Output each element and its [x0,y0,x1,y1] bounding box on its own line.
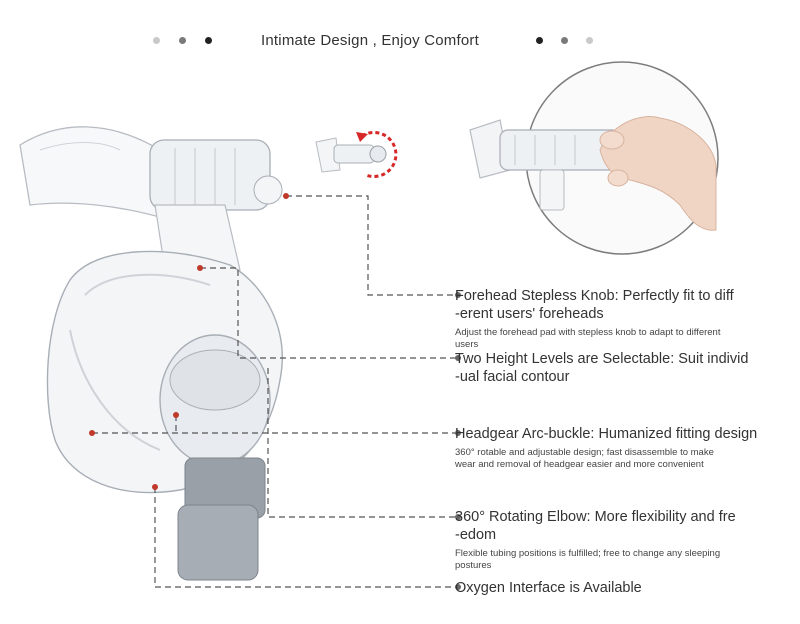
feature-desc-line: users [455,339,479,350]
feature-title: Two Height Levels are Selectable: Suit i… [455,351,749,367]
zoom-detail-circle [469,61,719,255]
feature-desc: Flexible tubing positions is fulfilled; … [455,548,795,572]
feature-title: Oxygen Interface is Available [455,580,642,596]
feature-forehead-knob: Forehead Stepless Knob: Perfectly fit to… [455,287,795,351]
feature-desc-line: Adjust the forehead pad with stepless kn… [455,327,721,338]
nasal-mask [19,126,283,581]
rotating-knob-detail [315,131,398,178]
decor-dot-icon [179,37,186,44]
feature-markers [89,193,461,590]
feature-rotating-elbow: 360° Rotating Elbow: More flexibility an… [455,508,795,572]
decor-dot-icon [205,37,212,44]
feature-title: Headgear Arc-buckle: Humanized fitting d… [455,426,758,442]
feature-desc-line: 360° rotable and adjustable design; fast… [455,447,714,458]
feature-title-cont: -edom [455,527,497,543]
decor-dot-icon [153,37,160,44]
hand-icon [599,116,717,231]
feature-title-cont: -ual facial contour [455,369,570,385]
feature-desc-line: postures [455,560,492,571]
feature-desc: Adjust the forehead pad with stepless kn… [455,327,795,351]
header-title: Intimate Design , Enjoy Comfort [261,32,479,49]
feature-desc-line: wear and removal of headgear easier and … [455,459,704,470]
decor-dot-icon [586,37,593,44]
rotate-arrow-icon [361,131,398,178]
feature-headgear-buckle: Headgear Arc-buckle: Humanized fitting d… [455,425,795,471]
feature-desc: 360° rotable and adjustable design; fast… [455,447,795,471]
detail-forehead-knob [469,119,621,211]
feature-title: 360° Rotating Elbow: More flexibility an… [455,509,736,525]
feature-height-levels: Two Height Levels are Selectable: Suit i… [455,350,795,386]
decor-dot-icon [536,37,543,44]
feature-title: Forehead Stepless Knob: Perfectly fit to… [455,288,734,304]
header-banner: Intimate Design , Enjoy Comfort [0,30,800,52]
feature-title-cont: -erent users' foreheads [455,306,604,322]
decor-dot-icon [561,37,568,44]
feature-oxygen-interface: Oxygen Interface is Available [455,579,795,597]
feature-desc-line: Flexible tubing positions is fulfilled; … [455,548,721,559]
